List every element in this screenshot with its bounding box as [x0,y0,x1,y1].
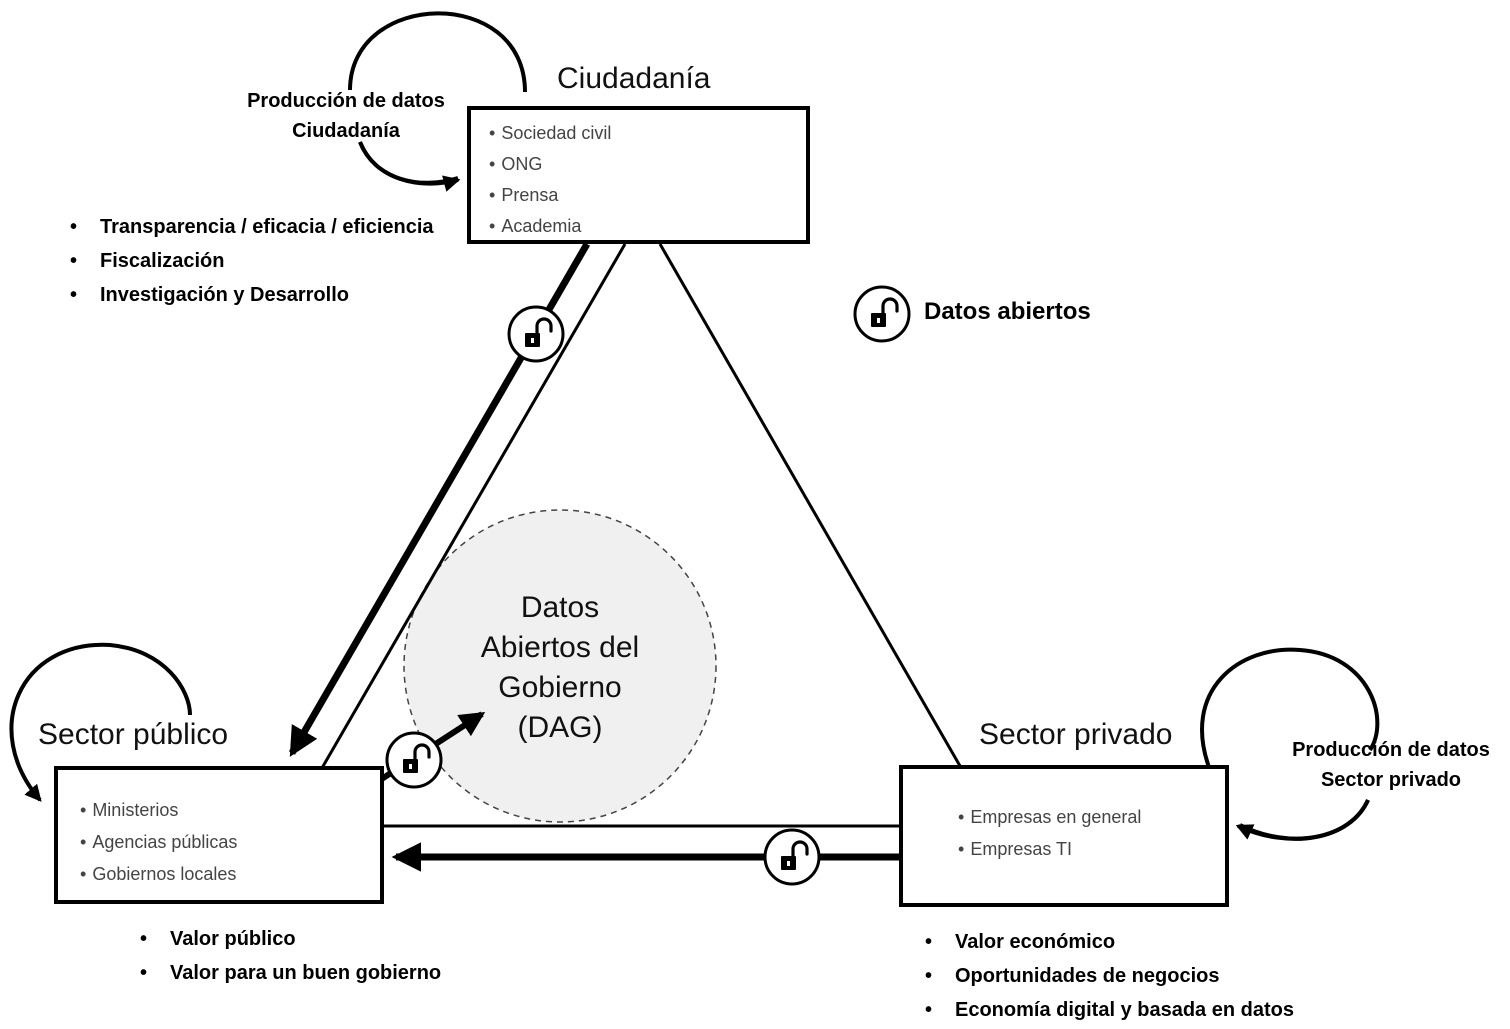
center-line: Datos [520,591,600,624]
loop-label-ciudadania: Producción de datos Ciudadanía [236,86,456,146]
loop-label-line: Sector privado [1320,769,1462,791]
unlocked-padlock-icon [763,828,821,886]
list-item: Empresas TI [958,833,1225,865]
list-item: Agencias públicas [80,826,380,858]
edge-ciudadania-privado [658,243,962,767]
legend-unlocked-padlock-icon [853,285,911,343]
list-item: Transparencia / eficacia / eficiencia [70,210,434,244]
list-item: Ministerios [80,794,380,826]
unlocked-padlock-icon [385,731,443,789]
node-items-sector-privado: Empresas en general Empresas TI [958,801,1225,865]
center-dag-label: Datos Abiertos del Gobierno (DAG) [440,588,680,748]
node-box-ciudadania: Sociedad civil ONG Prensa Academia [467,106,810,244]
edge-ciudadania-publico [320,243,627,769]
legend-label: Datos abiertos [924,298,1091,325]
list-item: Gobiernos locales [80,858,380,890]
loop-publico-arrow [9,642,192,802]
node-title-sector-publico: Sector público [38,718,229,751]
list-item: Valor para un buen gobierno [140,956,441,990]
node-title-ciudadania: Ciudadanía [557,62,711,95]
values-ciudadania: Transparencia / eficacia / eficiencia Fi… [70,210,434,312]
values-sector-publico: Valor público Valor para un buen gobiern… [140,922,441,990]
list-item: Valor económico [925,925,1294,959]
values-sector-privado: Valor económico Oportunidades de negocio… [925,925,1294,1027]
list-item: Empresas en general [958,801,1225,833]
loop-privado-arrow [1235,799,1370,841]
list-item: Prensa [489,180,806,211]
unlocked-padlock-icon [507,305,565,363]
node-box-sector-publico: Ministerios Agencias públicas Gobiernos … [54,766,384,904]
center-acronym: (DAG) [517,711,603,744]
list-item: ONG [489,149,806,180]
list-item: Oportunidades de negocios [925,959,1294,993]
list-item: Valor público [140,922,441,956]
list-item: Fiscalización [70,244,434,278]
node-items-ciudadania: Sociedad civil ONG Prensa Academia [489,118,806,242]
list-item: Sociedad civil [489,118,806,149]
node-items-sector-publico: Ministerios Agencias públicas Gobiernos … [80,794,380,890]
loop-label-line: Producción de datos [247,90,445,112]
loop-label-line: Ciudadanía [292,120,400,142]
node-title-sector-privado: Sector privado [979,718,1173,751]
loop-label-sector-privado: Producción de datos Sector privado [1283,735,1499,795]
list-item: Economía digital y basada en datos [925,993,1294,1027]
loop-ciudadania-arrow [358,141,461,192]
loop-label-line: Producción de datos [1292,739,1490,761]
node-box-sector-privado: Empresas en general Empresas TI [899,765,1229,907]
center-line: Abiertos del [480,631,640,664]
list-item: Investigación y Desarrollo [70,278,434,312]
center-line: Gobierno [498,671,622,704]
list-item: Academia [489,211,806,242]
